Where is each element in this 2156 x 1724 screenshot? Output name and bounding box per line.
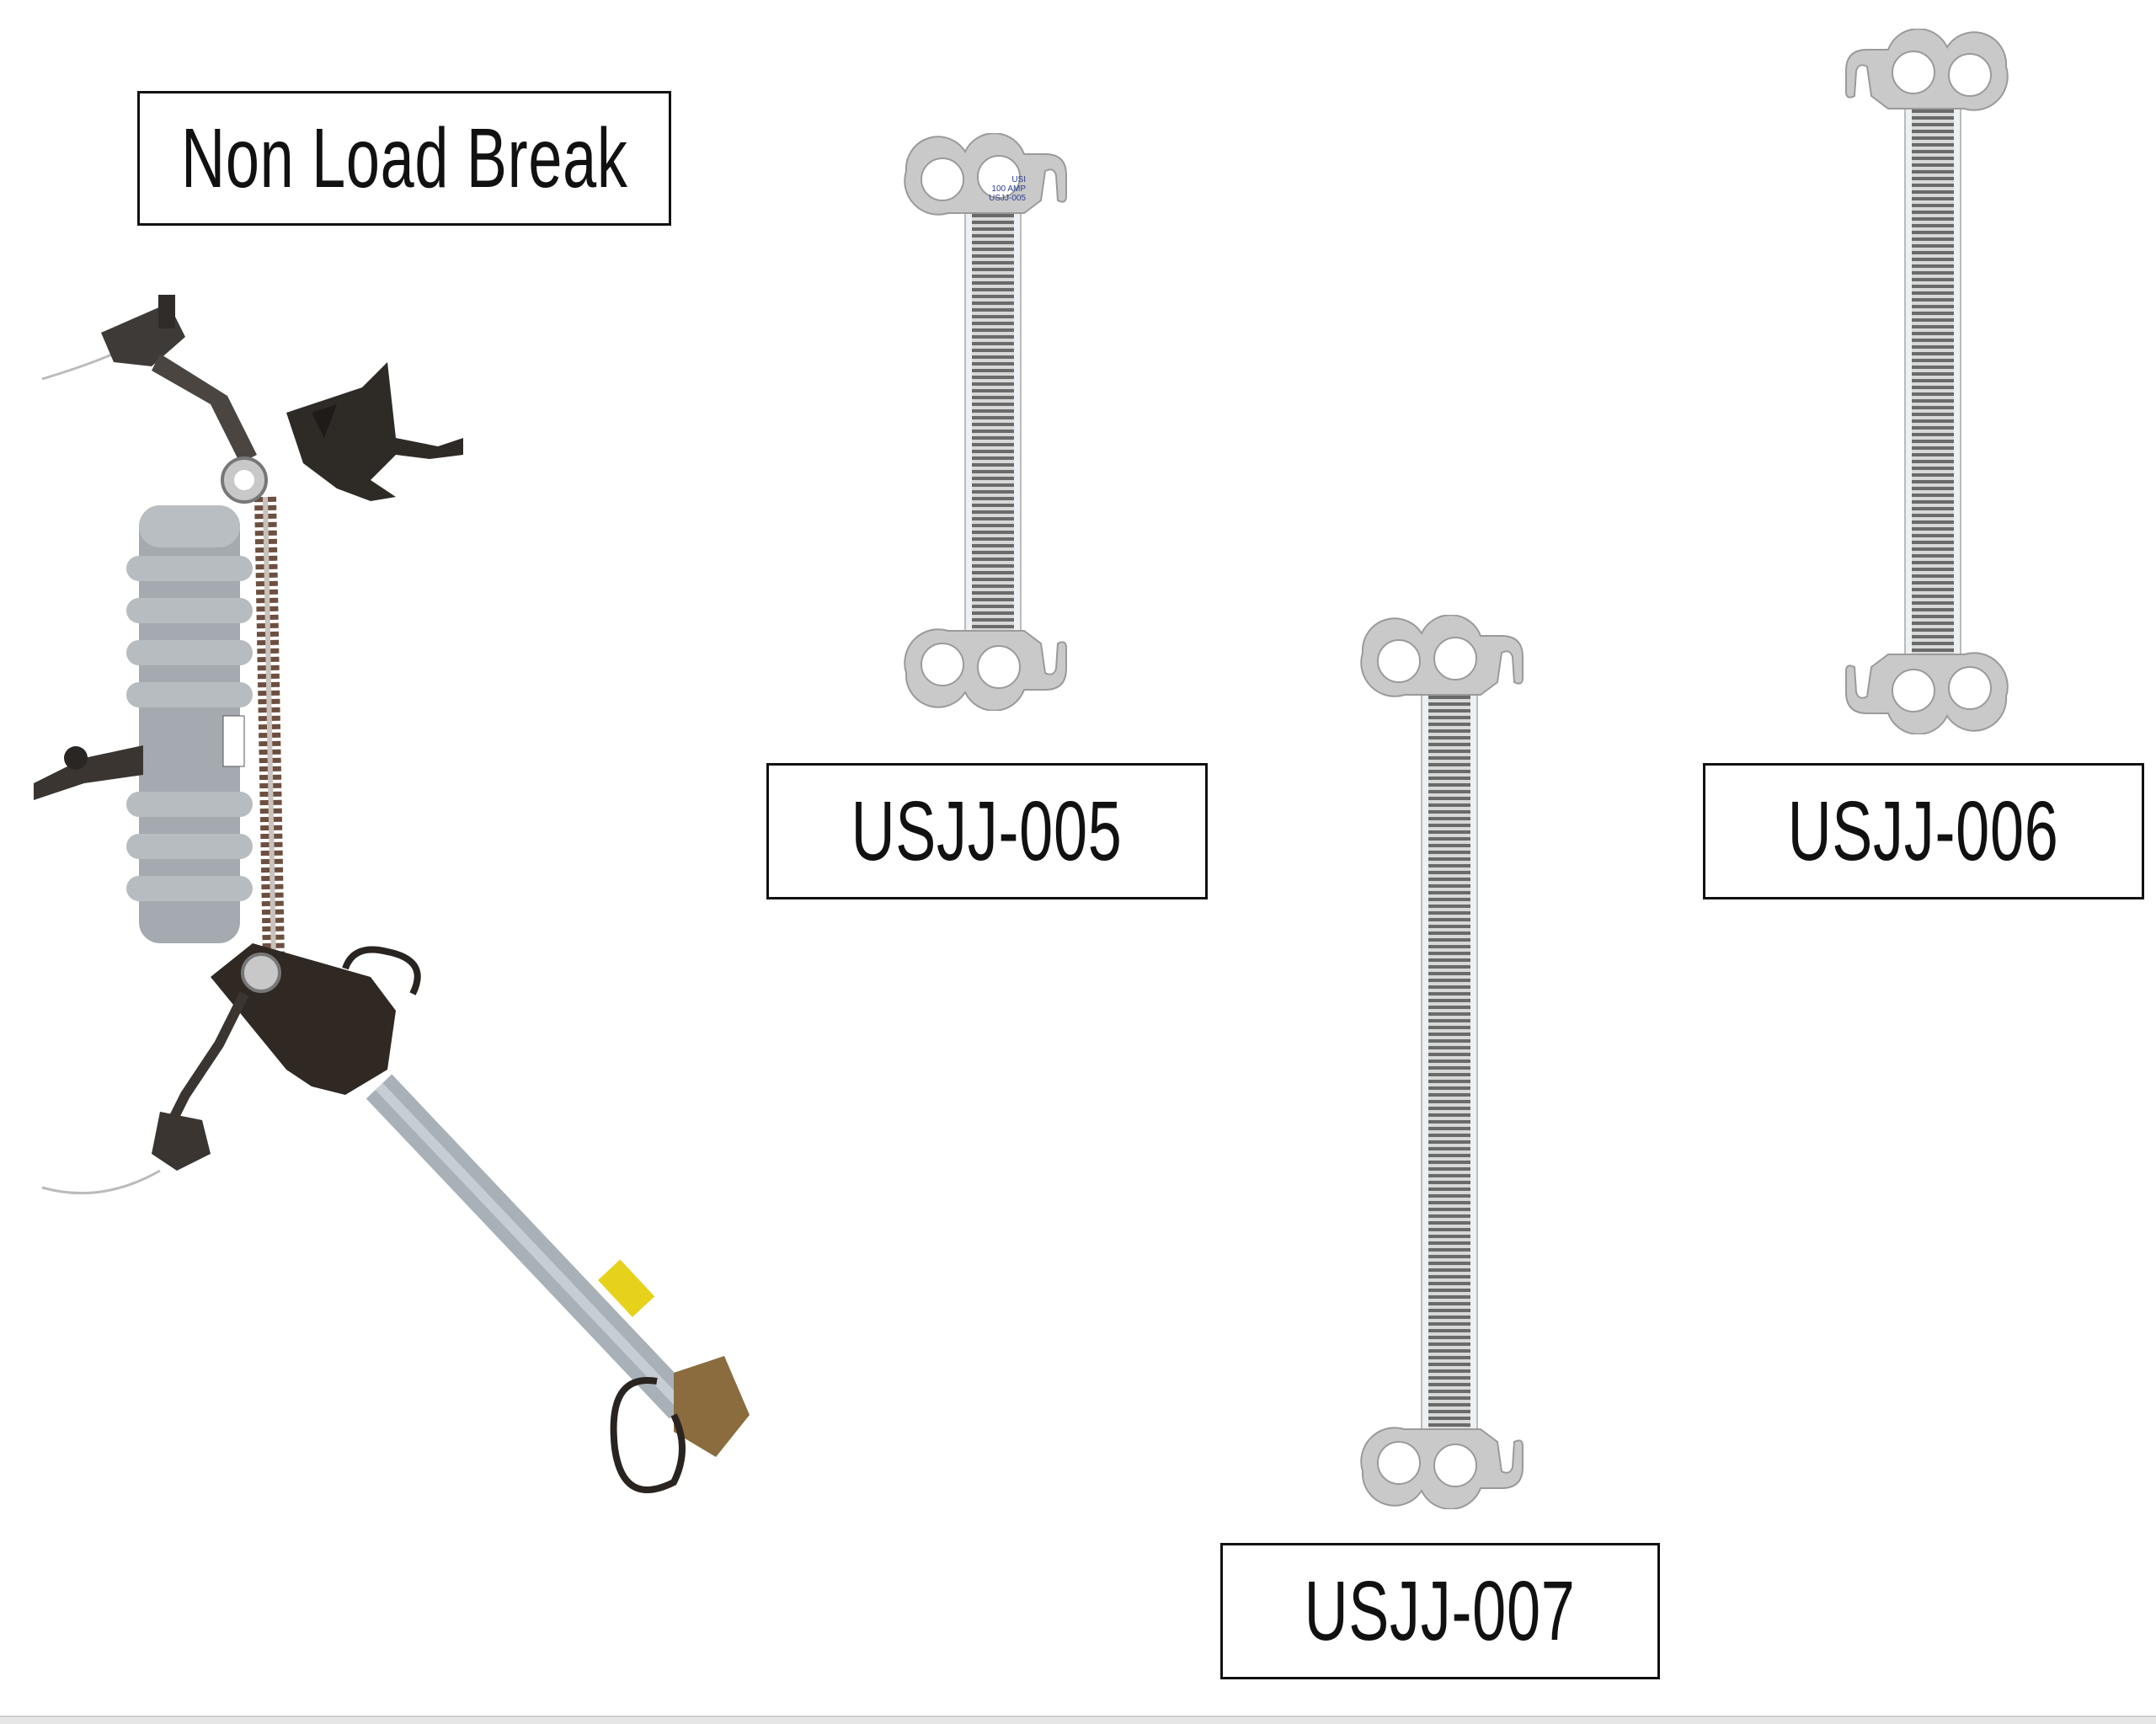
top-handle [904,133,1067,216]
product-code: USJJ-005 [851,783,1123,878]
bottom-handle [904,628,1067,711]
hot-stick-tool [1360,615,1524,1509]
spring [221,456,285,961]
product-label-usjj-005: USJJ-005 [766,763,1208,899]
plate-text: 100 AMP [991,184,1026,194]
product-image-usjj-007 [1360,615,1524,1509]
plate-text: USJJ-005 [989,194,1026,203]
plate-text: USI [1011,175,1026,184]
title-text: Non Load Break [180,110,628,205]
product-image-usjj-006 [1845,29,2009,734]
product-code: USJJ-006 [1788,783,2059,878]
title-label: Non Load Break [137,91,671,226]
product-code: USJJ-007 [1305,1563,1576,1658]
spring-rod [964,208,1022,636]
spring-rod [1421,690,1478,1434]
product-label-usjj-006: USJJ-006 [1703,763,2144,899]
spring-rod [1904,104,1961,659]
fuse-tube [366,1074,750,1493]
top-handle [1360,615,1524,697]
product-label-usjj-007: USJJ-007 [1220,1543,1660,1679]
fuse-cutout-image [34,295,750,1493]
top-bracket [41,295,463,501]
top-handle [1845,29,2009,111]
bottom-handle [1845,652,2009,734]
insulator [126,505,253,943]
bottom-hinge [41,943,421,1195]
hot-stick-tool [1845,29,2009,734]
bottom-handle [1360,1427,1524,1509]
side-mount [34,745,143,800]
bottom-rule [0,1716,2156,1724]
